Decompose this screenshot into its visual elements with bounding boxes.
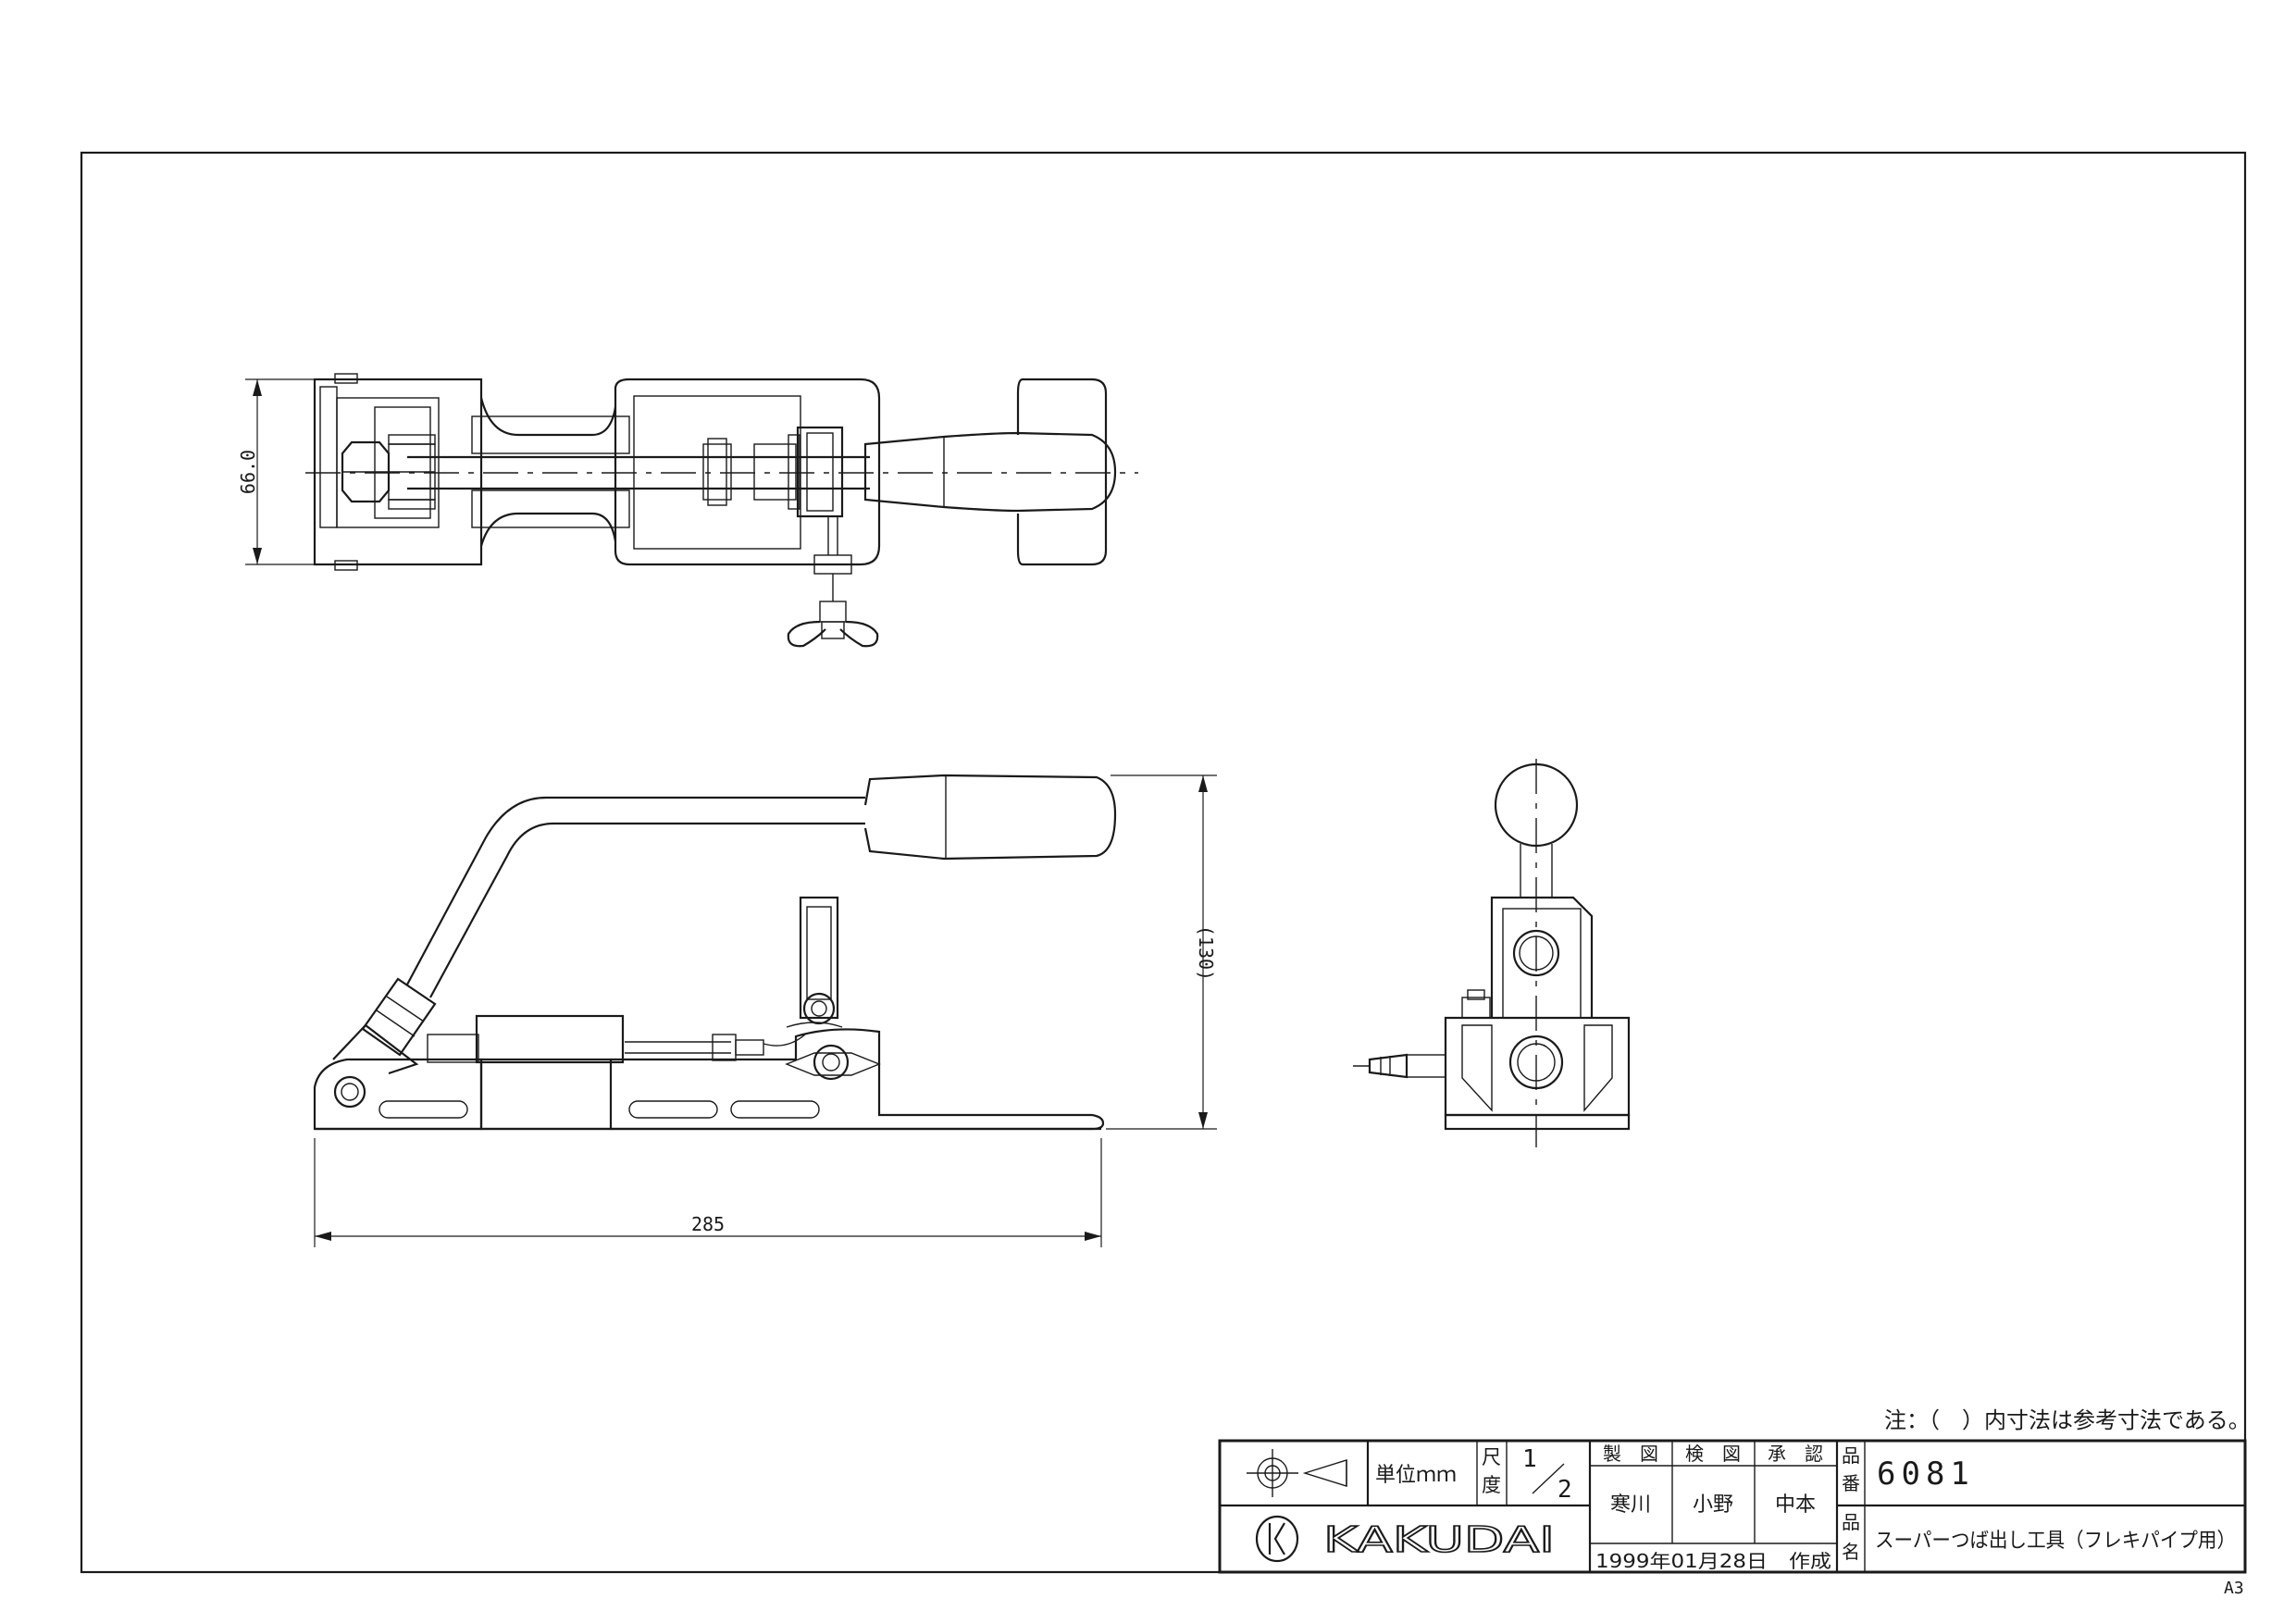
- dimension-width-label: 66.0: [237, 450, 259, 494]
- top-view: [305, 373, 1138, 648]
- checked-by: 小野: [1693, 1493, 1733, 1517]
- part-name-label-bottom: 名: [1842, 1541, 1860, 1563]
- third-angle-projection-icon: [1247, 1449, 1347, 1497]
- side-view: [313, 774, 1117, 1131]
- part-no-label-bottom: 番: [1842, 1472, 1860, 1494]
- front-view: [1353, 759, 1631, 1147]
- unit-label: 単位ｍｍ: [1375, 1464, 1457, 1487]
- title-block: 単位ｍｍ 尺 度 1 2 製 図 検 図 承 認 寒川 小野 中本 KAKUDA…: [1218, 1439, 2247, 1574]
- dimension-width-top: 66.0: [237, 378, 315, 565]
- kakudai-logo: KAKUDAI: [1255, 1515, 1556, 1563]
- dimension-height-side: (130): [1106, 774, 1217, 1130]
- scale-denominator: 2: [1558, 1476, 1572, 1504]
- company-name: KAKUDAI: [1323, 1519, 1555, 1560]
- scale-label-top: 尺: [1482, 1446, 1501, 1468]
- approved-label: 承 認: [1768, 1443, 1823, 1465]
- checked-label: 検 図: [1685, 1443, 1741, 1465]
- scale-numerator: 1: [1522, 1445, 1537, 1473]
- part-no-label-top: 品: [1842, 1444, 1860, 1467]
- dimension-length-side: 285: [314, 1138, 1102, 1247]
- dimension-length-label: 285: [691, 1213, 725, 1235]
- reference-dimension-note: 注：（ ）内寸法は参考寸法である。: [1884, 1407, 2251, 1433]
- part-number: 6081: [1877, 1456, 1975, 1493]
- scale-label-bottom: 度: [1482, 1474, 1501, 1496]
- drawing-frame: [80, 151, 2247, 1574]
- drawn-label: 製 図: [1603, 1443, 1658, 1465]
- sheet-size: A3: [2224, 1579, 2244, 1598]
- dimension-height-label: (130): [1195, 925, 1217, 981]
- drawn-by: 寒川: [1610, 1493, 1651, 1517]
- part-name: スーパーつば出し工具（フレキパイプ用）: [1875, 1530, 2236, 1553]
- part-name-label-top: 品: [1842, 1511, 1860, 1533]
- approved-by: 中本: [1775, 1493, 1816, 1517]
- drawing-date: 1999年01月28日 作成: [1595, 1550, 1831, 1572]
